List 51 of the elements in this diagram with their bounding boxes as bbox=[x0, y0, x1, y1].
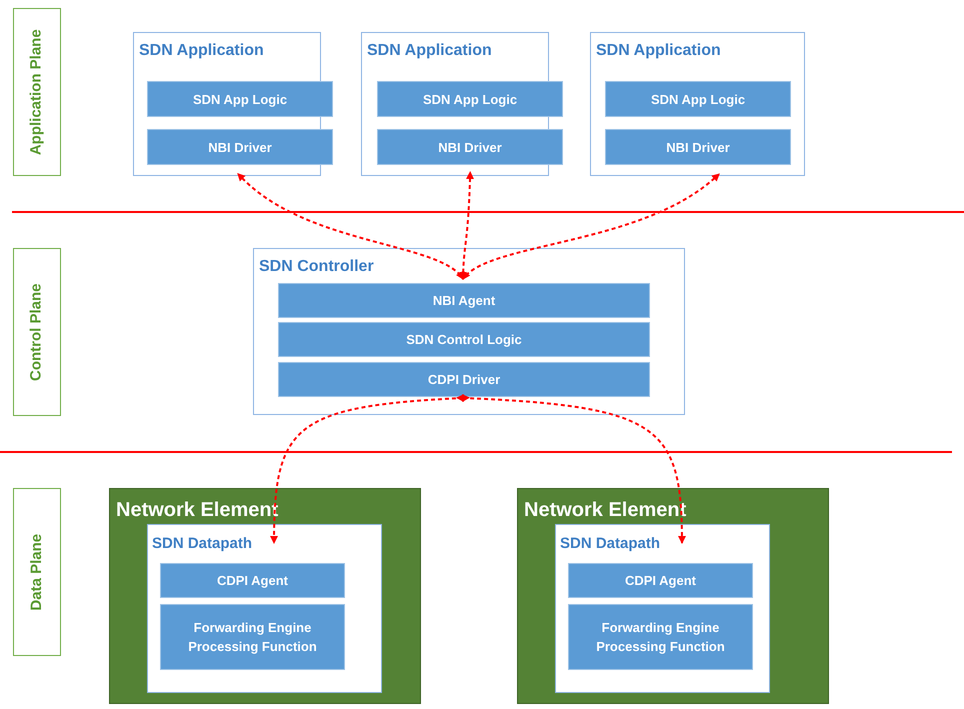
dashed-arrow bbox=[270, 394, 470, 544]
function-label: CDPI Agent bbox=[216, 572, 290, 590]
dashed-arrow bbox=[236, 173, 464, 280]
function-bar bbox=[147, 81, 333, 117]
function-bar bbox=[568, 604, 753, 670]
function-bar bbox=[278, 362, 650, 397]
function-bar bbox=[160, 604, 345, 670]
dashed-arrow bbox=[456, 394, 686, 544]
function-bar bbox=[568, 563, 753, 598]
function-label: SDN App Logic bbox=[422, 90, 518, 108]
function-label: CDPI Driver bbox=[426, 371, 502, 389]
plane-band bbox=[13, 8, 61, 176]
dashed-arrow bbox=[459, 171, 474, 280]
network-element-box bbox=[517, 488, 829, 704]
function-bar bbox=[605, 81, 791, 117]
function-label: NBI Driver bbox=[207, 138, 273, 156]
function-label: NBI Driver bbox=[665, 138, 731, 156]
box-heading: SDN Datapath bbox=[152, 534, 252, 554]
box-heading: Network Element bbox=[524, 498, 686, 523]
function-bar bbox=[278, 322, 650, 357]
plane-band bbox=[13, 488, 61, 656]
function-label: SDN App Logic bbox=[650, 90, 746, 108]
datapath-box bbox=[555, 524, 770, 693]
function-label: SDN Control Logic bbox=[405, 331, 523, 349]
function-bar bbox=[377, 129, 563, 165]
plane-label: Control Plane bbox=[26, 283, 46, 381]
plane-label: Data Plane bbox=[26, 534, 46, 610]
box-heading: SDN Application bbox=[596, 41, 721, 61]
box-heading: SDN Application bbox=[139, 41, 264, 61]
box-heading: Network Element bbox=[116, 498, 278, 523]
datapath-box bbox=[147, 524, 382, 693]
plane-label: Application Plane bbox=[26, 29, 46, 155]
dashed-arrow bbox=[462, 174, 720, 280]
function-label: Forwarding Engine Processing Function bbox=[187, 619, 318, 656]
function-bar bbox=[147, 129, 333, 165]
function-label: NBI Agent bbox=[432, 292, 496, 310]
function-bar bbox=[278, 283, 650, 318]
controller-box bbox=[253, 248, 685, 415]
function-label: NBI Driver bbox=[437, 138, 503, 156]
box-heading: SDN Datapath bbox=[560, 534, 660, 554]
application-box bbox=[590, 32, 805, 176]
function-label: SDN App Logic bbox=[192, 90, 288, 108]
function-label: CDPI Agent bbox=[624, 572, 698, 590]
box-heading: SDN Controller bbox=[259, 257, 374, 277]
function-bar bbox=[160, 563, 345, 598]
network-element-box bbox=[109, 488, 421, 704]
function-bar bbox=[377, 81, 563, 117]
function-label: Forwarding Engine Processing Function bbox=[595, 619, 726, 656]
plane-band bbox=[13, 248, 61, 416]
box-heading: SDN Application bbox=[367, 41, 492, 61]
function-bar bbox=[605, 129, 791, 165]
